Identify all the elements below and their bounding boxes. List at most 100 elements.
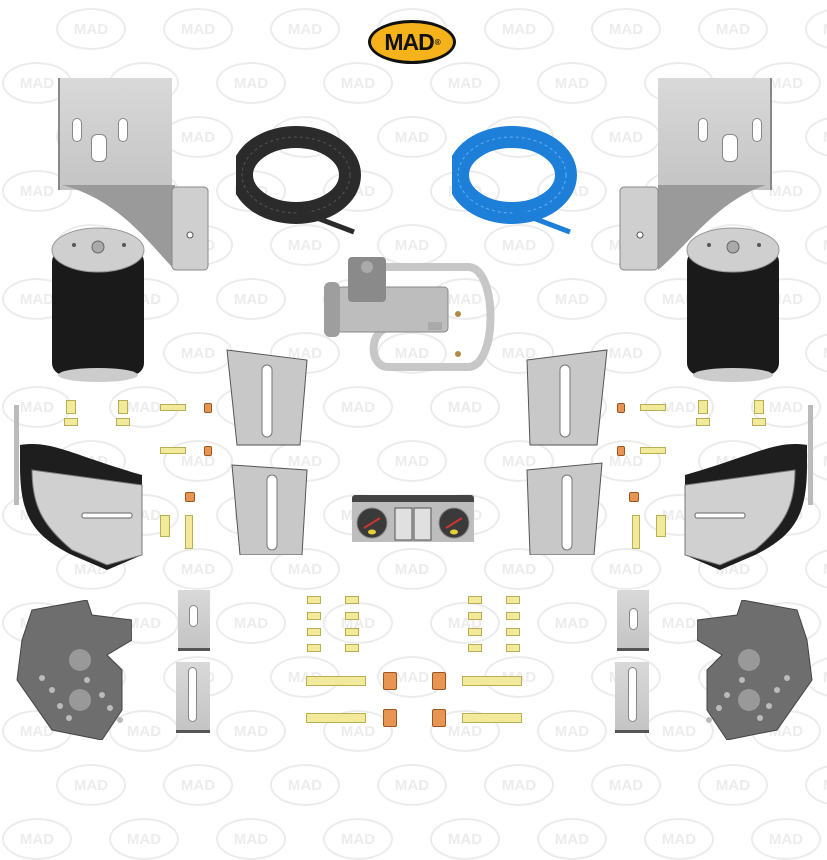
watermark: MAD xyxy=(56,8,126,50)
washer xyxy=(696,418,710,426)
watermark: MAD xyxy=(751,386,821,428)
watermark: MAD xyxy=(216,62,286,104)
long-bolt xyxy=(306,676,366,686)
long-bolt xyxy=(306,713,366,723)
watermark: MAD xyxy=(216,602,286,644)
washer xyxy=(116,418,130,426)
watermark: MAD xyxy=(323,386,393,428)
lock-nut xyxy=(383,672,397,690)
countersunk-screw xyxy=(307,628,321,636)
watermark: MAD xyxy=(537,818,607,860)
watermark: MAD xyxy=(377,656,447,698)
watermark: MAD xyxy=(377,332,447,374)
flat-head-screw xyxy=(160,447,186,454)
lock-nut xyxy=(617,446,625,456)
lock-nut xyxy=(383,709,397,727)
countersunk-screw xyxy=(468,612,482,620)
watermark: MAD xyxy=(56,764,126,806)
watermark: MAD xyxy=(430,818,500,860)
watermark: MAD xyxy=(323,602,393,644)
watermark: MAD xyxy=(591,440,661,482)
watermark: MAD xyxy=(216,710,286,752)
countersunk-screw xyxy=(345,596,359,604)
watermark: MAD xyxy=(751,818,821,860)
watermark: MAD xyxy=(430,710,500,752)
lock-nut xyxy=(629,492,639,502)
watermark: MAD xyxy=(591,548,661,590)
countersunk-screw xyxy=(468,596,482,604)
countersunk-screw xyxy=(345,612,359,620)
lock-nut xyxy=(204,446,212,456)
countersunk-screw xyxy=(307,612,321,620)
countersunk-screw xyxy=(307,596,321,604)
watermark: MAD xyxy=(323,818,393,860)
hex-bolt xyxy=(66,400,76,414)
watermark: MAD xyxy=(591,116,661,158)
watermark: MAD xyxy=(270,8,340,50)
countersunk-screw xyxy=(468,644,482,652)
long-hex-bolt xyxy=(632,515,640,549)
watermark: MAD xyxy=(644,818,714,860)
long-bolt xyxy=(462,676,522,686)
long-hex-bolt xyxy=(185,515,193,549)
watermark: MAD xyxy=(270,224,340,266)
watermark: MAD xyxy=(484,440,554,482)
countersunk-screw xyxy=(307,644,321,652)
watermark: MAD xyxy=(270,764,340,806)
lock-nut xyxy=(617,403,625,413)
countersunk-screw xyxy=(506,644,520,652)
watermark: MAD xyxy=(270,548,340,590)
brand-logo: MAD® xyxy=(368,20,456,64)
watermark: MAD xyxy=(2,170,72,212)
watermark: MAD xyxy=(323,62,393,104)
watermark: MAD xyxy=(751,170,821,212)
short-hex-bolt xyxy=(656,515,666,537)
flat-head-screw xyxy=(160,404,186,411)
watermark: MAD xyxy=(430,602,500,644)
watermark: MAD xyxy=(430,62,500,104)
watermark: MAD xyxy=(805,8,827,50)
countersunk-screw xyxy=(506,628,520,636)
watermark: MAD xyxy=(537,62,607,104)
lock-nut xyxy=(185,492,195,502)
registered-mark: ® xyxy=(434,37,441,47)
lock-nut xyxy=(432,709,446,727)
lock-nut xyxy=(432,672,446,690)
watermark: MAD xyxy=(698,764,768,806)
long-bolt xyxy=(462,713,522,723)
watermark: MAD xyxy=(484,224,554,266)
watermark: MAD xyxy=(377,548,447,590)
watermark: MAD xyxy=(163,8,233,50)
hex-bolt xyxy=(754,400,764,414)
watermark: MAD xyxy=(163,764,233,806)
countersunk-screw xyxy=(345,644,359,652)
watermark: MAD xyxy=(377,440,447,482)
countersunk-screw xyxy=(345,628,359,636)
watermark: MAD xyxy=(537,710,607,752)
watermark: MAD xyxy=(2,818,72,860)
watermark: MAD xyxy=(805,764,827,806)
watermark: MAD xyxy=(377,116,447,158)
short-hex-bolt xyxy=(160,515,170,537)
watermark: MAD xyxy=(484,764,554,806)
watermark: MAD xyxy=(805,224,827,266)
watermark: MAD xyxy=(484,8,554,50)
watermark: MAD xyxy=(698,8,768,50)
logo-text: MAD xyxy=(384,28,434,55)
watermark: MAD xyxy=(163,548,233,590)
watermark: MAD xyxy=(591,8,661,50)
watermark: MAD xyxy=(109,818,179,860)
watermark: MAD xyxy=(323,710,393,752)
watermark: MAD xyxy=(591,764,661,806)
watermark: MAD xyxy=(163,440,233,482)
watermark: MAD xyxy=(805,332,827,374)
flat-head-screw xyxy=(640,404,666,411)
watermark: MAD xyxy=(537,278,607,320)
washer xyxy=(752,418,766,426)
watermark: MAD xyxy=(216,278,286,320)
watermark: MAD xyxy=(377,764,447,806)
flat-head-screw xyxy=(640,447,666,454)
countersunk-screw xyxy=(468,628,482,636)
watermark: MAD xyxy=(163,116,233,158)
washer xyxy=(64,418,78,426)
